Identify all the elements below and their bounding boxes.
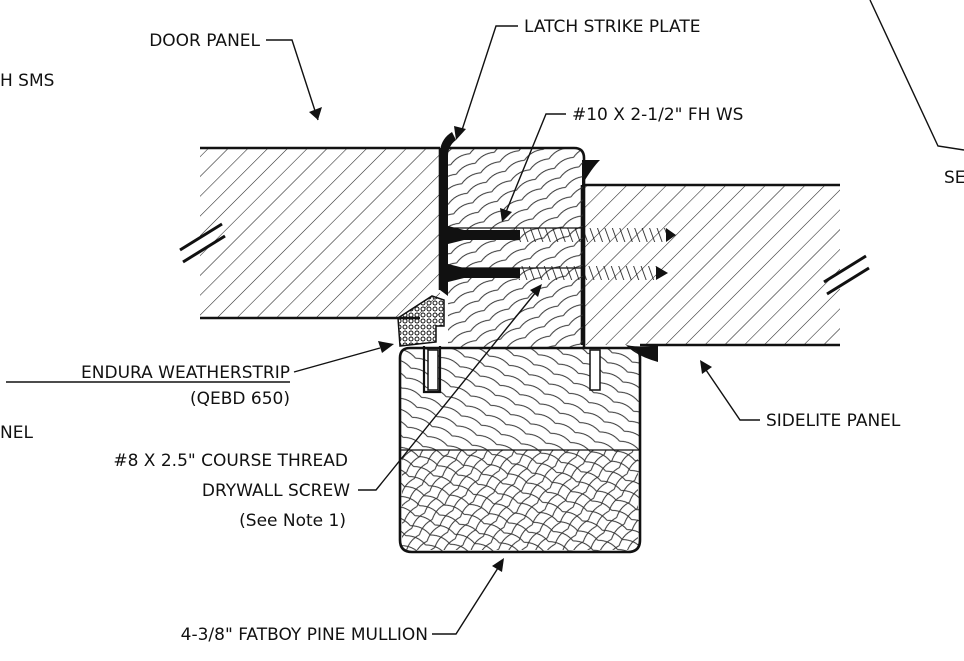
label-latch-strike-plate: LATCH STRIKE PLATE [524, 17, 700, 37]
label-sidelite-panel: SIDELITE PANEL [766, 411, 901, 431]
label-weatherstrip-code: (QEBD 650) [190, 389, 290, 409]
label-fh-ws-screw: #10 X 2-1/2" FH WS [572, 105, 743, 125]
fh-ws-screw-upper [448, 226, 676, 244]
label-drywall-note: (See Note 1) [239, 511, 346, 531]
drywall-screw-lower [448, 264, 668, 282]
leaders [266, 0, 964, 635]
sidelite-panel-slab [580, 160, 870, 362]
label-sms-partial: H SMS [0, 71, 54, 91]
mullion-block [398, 346, 642, 554]
door-panel-slab [179, 146, 442, 320]
weatherstrip-profile [397, 295, 445, 394]
label-door-panel: DOOR PANEL [149, 31, 260, 51]
label-weatherstrip: ENDURA WEATHERSTRIP [81, 363, 290, 383]
label-drywall-line1: #8 X 2.5" COURSE THREAD [113, 451, 348, 471]
latch-strike-plate [440, 132, 456, 296]
jamb-block [448, 146, 586, 348]
label-drywall-line2: DRYWALL SCREW [202, 481, 350, 501]
label-mullion: 4-3/8" FATBOY PINE MULLION [181, 625, 428, 645]
label-nel-partial: NEL [0, 423, 33, 443]
label-se-partial: SE [944, 168, 964, 188]
